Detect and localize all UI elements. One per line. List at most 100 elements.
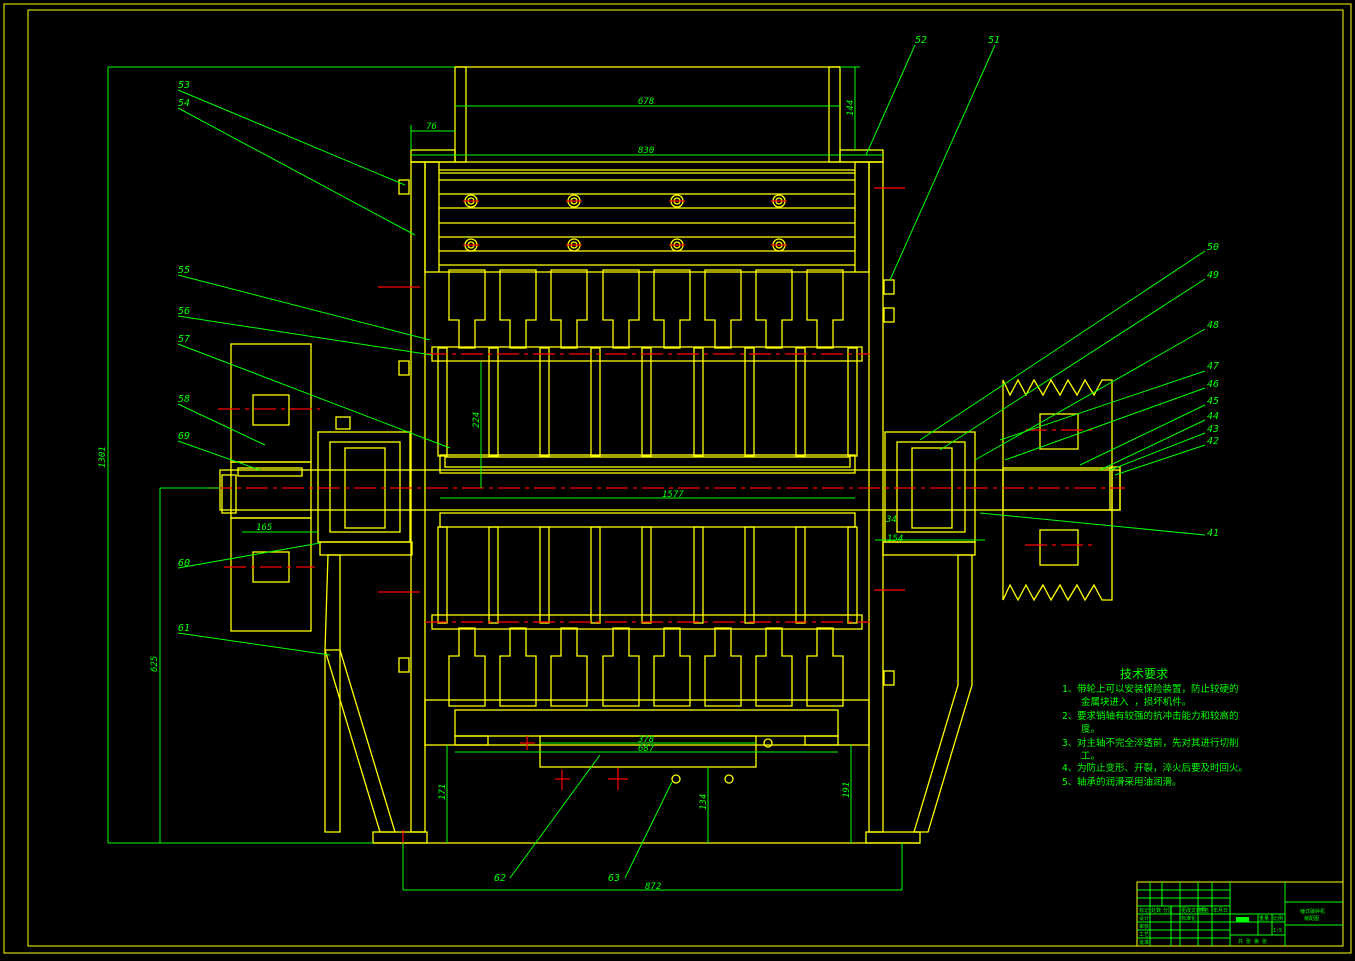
- tech-item-1-num: 1、: [1062, 684, 1077, 695]
- hammer-top: [499, 269, 537, 349]
- rotor-disc: [539, 526, 550, 624]
- side-bolt: [883, 279, 895, 295]
- inner-border: [27, 9, 1344, 947]
- rotor-disc: [488, 347, 499, 457]
- part-label-55: 55: [178, 265, 190, 276]
- part-label-52: 52: [915, 35, 927, 46]
- dim-rotor-radius: 224: [472, 412, 482, 428]
- part-label-62: 62: [494, 873, 506, 884]
- rotor-disc: [641, 347, 652, 457]
- hammer-bottom: [550, 627, 588, 707]
- tb-check: 审核: [1139, 923, 1149, 930]
- tech-item-3-line-1: 对主轴不完全淬透前，先对其进行切削: [1077, 737, 1239, 749]
- dim-base-width: 872: [645, 882, 661, 892]
- tb-drawing-no: 装配图: [1304, 915, 1319, 922]
- part-label-61: 61: [178, 623, 190, 634]
- dim-shaft-length: 1577: [662, 490, 684, 500]
- title-block: 标记 处数 分区 更改文件号 签名 年月日 设计 标准化 审核 工艺 批准 重量…: [1136, 881, 1344, 947]
- hammer-bottom: [653, 627, 691, 707]
- tech-item-4-line-1: 为防止变形、开裂，淬火后要及时回火。: [1077, 762, 1248, 774]
- tech-item-2-line-2: 度。: [1081, 723, 1100, 735]
- part-label-51: 51: [988, 35, 1000, 46]
- part-label-42: 42: [1207, 436, 1219, 447]
- rotor-disc: [590, 526, 601, 624]
- right-bearing-housing: [882, 431, 976, 833]
- part-labels-left: 53 54 55 56 57 58 69 60 61: [178, 80, 190, 634]
- hammer-bottom: [499, 627, 537, 707]
- hammer-bottom: [806, 627, 844, 707]
- rotor-disc: [488, 526, 499, 624]
- tech-item-4-num: 4、: [1062, 763, 1077, 774]
- crusher-housing: [372, 161, 921, 844]
- part-label-43: 43: [1207, 424, 1219, 435]
- hammer-top: [653, 269, 691, 349]
- rotor-disc: [693, 526, 704, 624]
- side-bolt: [883, 307, 895, 323]
- dim-base-left: 171: [438, 784, 448, 800]
- hammer-top: [448, 269, 486, 349]
- rotor-disc: [847, 347, 858, 457]
- part-label-41: 41: [1207, 528, 1219, 539]
- part-label-48: 48: [1207, 320, 1219, 331]
- tb-scale-value: 1:5: [1273, 928, 1282, 934]
- dim-flange: 76: [426, 122, 437, 132]
- part-label-46: 46: [1207, 379, 1219, 390]
- tech-item-1-line-2: 金属块进入 ，损坏机件。: [1081, 696, 1191, 708]
- hammer-bottom: [755, 627, 793, 707]
- tb-design: 设计: [1139, 915, 1149, 922]
- side-bolt: [398, 179, 410, 195]
- part-label-53: 53: [178, 80, 190, 91]
- dim-grate-outer: 687: [638, 744, 655, 754]
- rotor-disc: [590, 347, 601, 457]
- part-label-44: 44: [1207, 411, 1219, 422]
- dim-shaft-height: 625: [150, 656, 160, 672]
- part-label-49: 49: [1207, 270, 1219, 281]
- tb-process: 工艺: [1139, 932, 1149, 938]
- tb-zone: 分区: [1163, 907, 1173, 914]
- tb-weight: 重量: [1259, 915, 1269, 922]
- rotor-disc: [641, 526, 652, 624]
- vbelt-pulley: [1002, 378, 1121, 602]
- outer-border: [3, 3, 1352, 954]
- dim-bearing-offset: 34: [885, 515, 897, 525]
- side-bolt: [398, 657, 410, 673]
- part-label-69: 69: [178, 431, 190, 442]
- rotor-disc: [744, 526, 755, 624]
- tech-item-5-line-1: 轴承的润滑采用油润滑。: [1077, 776, 1182, 788]
- side-bolt: [883, 670, 895, 686]
- hammer-top: [755, 269, 793, 349]
- hammer-bottom: [704, 627, 742, 707]
- part-label-60: 60: [178, 558, 190, 569]
- tech-item-2-num: 2、: [1062, 711, 1077, 722]
- liner-bolts: [398, 179, 895, 686]
- rotor-disc: [539, 347, 550, 457]
- dim-grate-inner: 378: [637, 735, 654, 745]
- hammer-top: [602, 269, 640, 349]
- part-label-63: 63: [608, 873, 620, 884]
- tb-standard: 标准化: [1181, 915, 1196, 922]
- tb-change-doc: 更改文件号: [1181, 907, 1206, 914]
- dimension-text: 1301 625 678 830 76 144 224 1577 165 34 …: [98, 97, 903, 892]
- hammer-top: [806, 269, 844, 349]
- part-label-47: 47: [1207, 361, 1219, 372]
- dim-pulley-hub: 165: [256, 523, 272, 533]
- part-labels-bottom: 62 63: [494, 873, 620, 884]
- main-shaft: [219, 454, 1121, 528]
- part-label-57: 57: [178, 334, 190, 345]
- part-label-54: 54: [178, 98, 190, 109]
- rotor-disc: [847, 526, 858, 624]
- part-labels-top: 52 51: [915, 35, 1000, 46]
- tb-name: 锤式破碎机: [1300, 908, 1325, 915]
- hammer-bottom: [448, 627, 486, 707]
- centerlines: [210, 187, 1125, 848]
- tb-sheet: 共 张 第 张: [1238, 938, 1267, 945]
- part-label-58: 58: [178, 394, 190, 405]
- tech-item-3-num: 3、: [1062, 738, 1077, 749]
- rotor-disc: [744, 347, 755, 457]
- part-label-50: 50: [1207, 242, 1219, 253]
- dim-overall-height: 1301: [98, 446, 108, 468]
- dim-base-right: 191: [842, 782, 852, 798]
- leader-lines: [177, 44, 1206, 879]
